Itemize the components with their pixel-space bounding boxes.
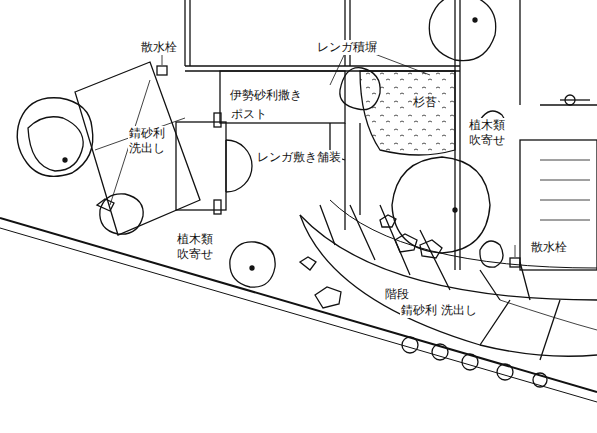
plan-label: 散水栓 [530, 240, 568, 255]
plan-label: 植木類 吹寄せ [176, 232, 218, 262]
plan-label: 杉苔 [412, 95, 438, 110]
plan-label: 植木類 吹寄せ [468, 118, 510, 148]
plan-label: ポスト [230, 107, 268, 122]
plan-label: 錆砂利 洗出し [128, 126, 170, 156]
plan-label: 散水栓 [140, 40, 178, 55]
plan-label: 階段 [384, 287, 410, 302]
plan-label: 伊勢砂利撒き [229, 88, 303, 103]
plan-label: レンガ敷き舗装 [256, 150, 342, 165]
plan-label: レンガ積塀 [316, 40, 378, 55]
plan-label: 錆砂利 洗出し [400, 303, 478, 318]
